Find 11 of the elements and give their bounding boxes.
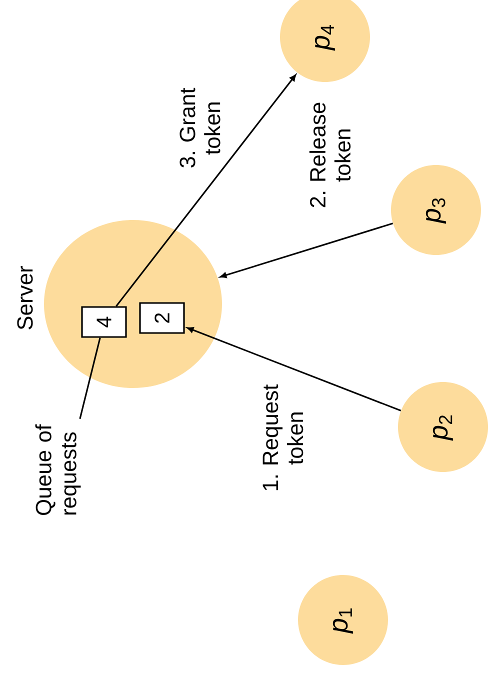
edge-label: 1. Request token	[262, 384, 304, 490]
arrow	[220, 222, 394, 278]
edge-label: 3. Grant token	[180, 88, 220, 168]
queue-slot: 2	[139, 302, 185, 334]
server-label: Server	[17, 266, 33, 330]
arrow	[186, 327, 402, 412]
leader-line	[79, 338, 101, 419]
queue-slot: 4	[81, 306, 127, 338]
edge-label: 2. Release token	[309, 102, 351, 208]
queue-label: Queue of requests	[35, 424, 81, 515]
arrow	[116, 74, 296, 307]
